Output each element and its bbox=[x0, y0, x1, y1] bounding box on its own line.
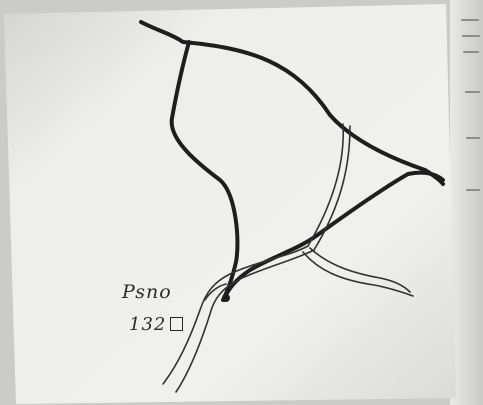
anchor-point bbox=[222, 294, 230, 302]
paper-sheet bbox=[4, 4, 456, 404]
handwritten-label-bottom: 132 bbox=[129, 314, 183, 335]
label-text-psno: Psno bbox=[122, 281, 172, 303]
handwritten-label-top: Psno bbox=[122, 281, 172, 303]
square-mark-icon bbox=[170, 317, 183, 331]
next-page-edge bbox=[450, 0, 483, 405]
label-text-132: 132 bbox=[129, 314, 166, 335]
